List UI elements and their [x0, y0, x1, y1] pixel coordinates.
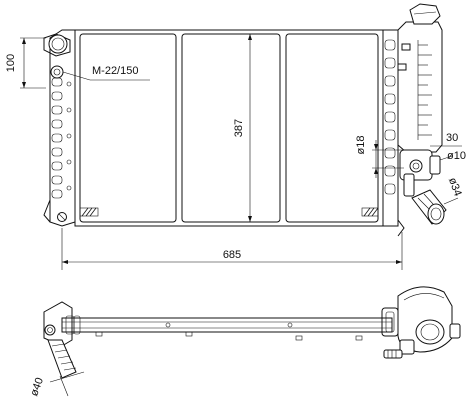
- left-bracket: [43, 199, 51, 223]
- radiator-bottom-view: [43, 286, 461, 379]
- top-inlet-pipe: [43, 33, 71, 57]
- dimension-34: ø34: [443, 176, 464, 205]
- radiator-front-view: [43, 3, 447, 237]
- core-panel-1: [79, 33, 177, 223]
- bottom-bar: [61, 317, 393, 333]
- expansion-tank: [397, 3, 443, 153]
- bottom-left-end: [43, 301, 81, 347]
- right-bracket: [397, 219, 405, 237]
- left-tank-ribs: [51, 77, 72, 199]
- dim-685-label: 685: [223, 249, 241, 261]
- dimension-387: 387: [233, 34, 252, 222]
- bottom-hatch-right: [361, 207, 379, 217]
- dim-100-label: 100: [5, 54, 17, 72]
- dim-10-label: ø10: [447, 150, 466, 162]
- right-outlet-pipe: [411, 189, 447, 225]
- bottom-right-tank: [383, 286, 461, 359]
- right-fittings: [399, 149, 441, 197]
- right-tank: [382, 29, 399, 227]
- dimension-40: ø40: [28, 371, 85, 398]
- dimension-18: ø18: [355, 136, 404, 178]
- dimension-30: 30: [430, 132, 462, 147]
- bottom-left-hose: [47, 339, 77, 379]
- core-panel-3: [285, 33, 379, 223]
- dim-30-label: 30: [446, 132, 458, 144]
- dimension-thread: M-22/150: [62, 65, 150, 81]
- dim-18-label: ø18: [355, 136, 367, 155]
- dim-34-label: ø34: [446, 176, 464, 198]
- bottom-hatch-left: [79, 207, 99, 217]
- drain-plug: [50, 65, 64, 79]
- dimension-685: 685: [61, 228, 403, 270]
- dimension-10: ø10: [439, 150, 466, 162]
- thread-label: M-22/150: [92, 65, 138, 77]
- dimension-100: 100: [5, 37, 46, 89]
- right-tank-ribs: [384, 39, 396, 195]
- core-frame: [74, 29, 384, 227]
- core-panel-2: [181, 33, 281, 223]
- dim-387-label: 387: [233, 119, 245, 137]
- dim-40-label: ø40: [28, 376, 46, 398]
